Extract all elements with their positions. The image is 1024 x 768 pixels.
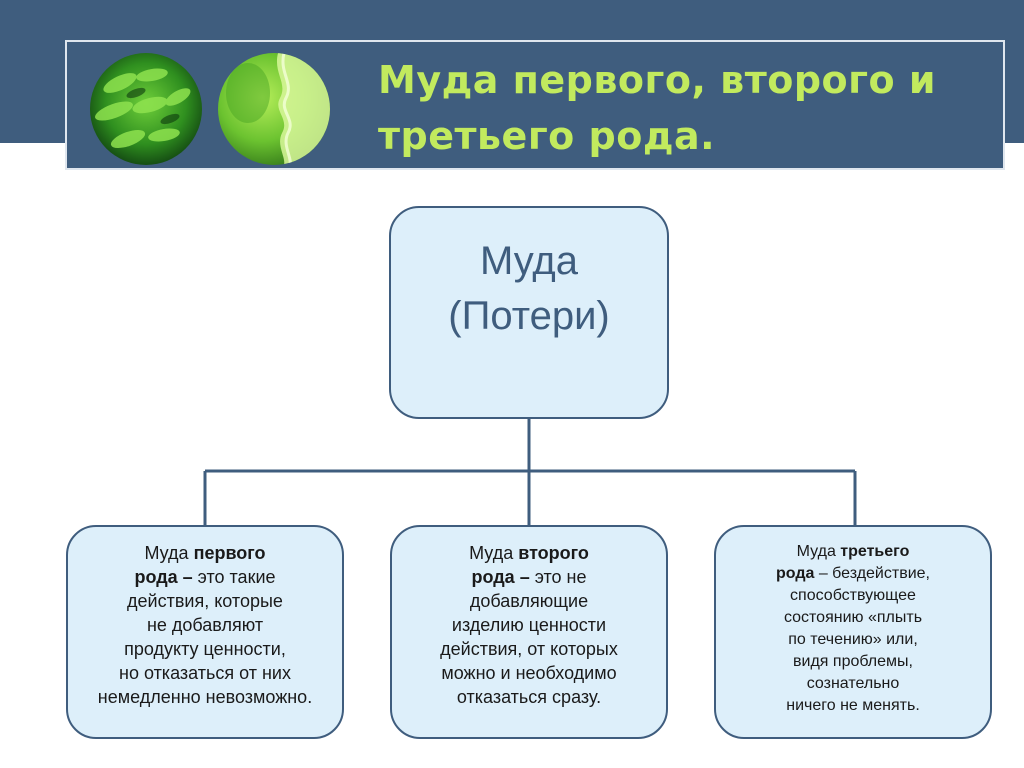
node-text-line: действия, от которых [440, 639, 618, 659]
node-text-line: но отказаться от них [119, 663, 291, 683]
node-bold-term: третьего [840, 543, 909, 560]
node-text-line: по течению» или, [788, 631, 918, 648]
node-text-line: видя проблемы, [793, 653, 913, 670]
root-node-muda: Муда (Потери) [389, 206, 669, 419]
node-bold-term: рода – [134, 567, 192, 587]
node-text-line: добавляющие [470, 591, 588, 611]
child-node-third-kind: Муда третьего рода – бездействие, способ… [714, 525, 992, 739]
node-text-line: действия, которые [127, 591, 283, 611]
node-text-line: продукту ценности, [124, 639, 286, 659]
node-text-line: состоянию «плыть [784, 609, 922, 626]
child-node-first-kind: Муда первого рода – это такие действия, … [66, 525, 344, 739]
node-text-line: не добавляют [147, 615, 263, 635]
node-lead: Муда [469, 543, 518, 563]
node-text-line: способствующее [790, 587, 916, 604]
node-text-line: можно и необходимо [441, 663, 616, 683]
node-text-line: сознательно [807, 675, 900, 692]
node-bold-term: второго [518, 543, 589, 563]
node-text-line: ничего не менять. [786, 697, 920, 714]
node-text-line: немедленно невозможно. [98, 687, 312, 707]
node-text-line: это не [530, 567, 587, 587]
node-text-line: изделию ценности [452, 615, 606, 635]
root-label-line2: (Потери) [391, 289, 667, 344]
node-lead: Муда [797, 543, 841, 560]
node-text-line: это такие [193, 567, 276, 587]
node-text-line: отказаться сразу. [457, 687, 601, 707]
node-bold-term: рода – [472, 567, 530, 587]
node-bold-term: первого [194, 543, 266, 563]
root-label-line1: Муда [391, 234, 667, 289]
node-lead: Муда [144, 543, 193, 563]
child-node-second-kind: Муда второго рода – это не добавляющие и… [390, 525, 668, 739]
node-bold-term: рода [776, 565, 814, 582]
node-text-line: – бездействие, [814, 565, 930, 582]
